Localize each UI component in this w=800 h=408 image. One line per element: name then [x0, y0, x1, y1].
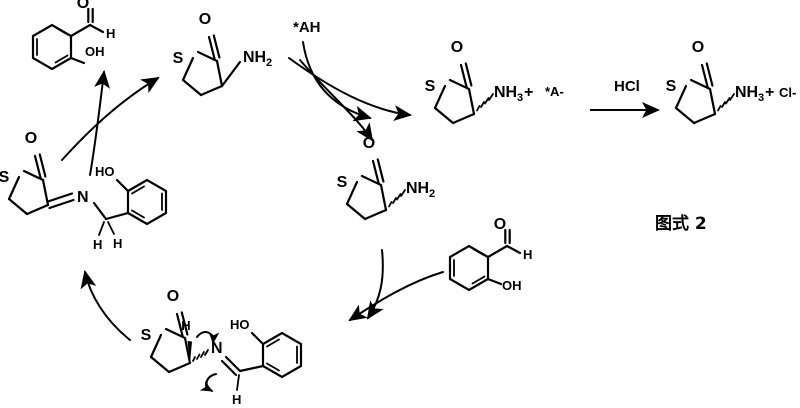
label-conjugate-base: *A- [545, 84, 564, 99]
atom-label-N: N [211, 340, 223, 357]
atom-label-NH: NH [406, 180, 429, 197]
atom-label-S: S [141, 327, 152, 344]
arrow-condensation [366, 249, 384, 320]
atom-label-O: O [451, 39, 463, 56]
hashed-wedge-bond [192, 349, 209, 362]
hashed-wedge-bond [476, 93, 494, 112]
atom-label-NH-sub: 3 [517, 92, 523, 104]
figure-caption: 图式 2 [655, 213, 707, 234]
arrow-hcl-reaction: HCl [590, 78, 660, 118]
reagent-label-hcl: HCl [614, 78, 640, 95]
structure-thiolactone-hydrochloride: O S NH 3 + Cl- [666, 39, 796, 125]
atom-label-NH: NH [243, 49, 266, 66]
arrow-tautomerize [80, 270, 131, 341]
arrow-aldehyde-in [348, 271, 444, 322]
atom-label-H: H [523, 247, 532, 262]
atom-label-S: S [0, 169, 10, 186]
atom-label-H: H [181, 318, 190, 333]
electron-arrow-lower [199, 373, 217, 392]
hashed-wedge-bond [717, 93, 735, 112]
atom-label-S: S [666, 78, 677, 95]
atom-label-plus: + [765, 84, 774, 101]
atom-label-NH: NH [494, 84, 517, 101]
atom-label-O: O [25, 130, 37, 147]
label-chloride: Cl- [779, 85, 796, 100]
structure-thiolactone-chiral-center: O S NH 2 [337, 135, 435, 221]
atom-label-H: H [113, 236, 122, 251]
atom-label-S: S [337, 174, 348, 191]
arrow-protonation [302, 41, 372, 122]
atom-label-NH-sub: 3 [758, 92, 764, 104]
atom-label-NH: NH [735, 84, 758, 101]
structure-salicylaldehyde-bottom-right: O H OH [448, 216, 532, 293]
hashed-wedge-bond [388, 189, 406, 208]
atom-label-OH: OH [85, 44, 105, 59]
atom-label-N: N [77, 189, 89, 206]
atom-label-H: H [232, 392, 241, 407]
atom-label-OH: OH [502, 278, 522, 293]
arrow-to-chiral [299, 59, 374, 142]
structure-aldimine-bottom: O S H N H HO [141, 288, 303, 407]
atom-label-S: S [173, 50, 184, 67]
structure-thiolactone-salt-ionpair: O S NH 3 + *A- [425, 39, 564, 125]
structure-imine-left: O S N H H HO [0, 130, 168, 252]
atom-label-O: O [167, 288, 179, 305]
atom-label-S: S [425, 78, 436, 95]
structure-thiolactone-racemic-top: O S NH 2 [173, 11, 272, 97]
atom-label-O: O [363, 135, 375, 152]
atom-label-H: H [106, 26, 115, 41]
bold-wedge-bond [187, 341, 192, 363]
atom-label-O: O [199, 11, 211, 28]
atom-label-HO: HO [95, 164, 115, 179]
arrow-to-salt [288, 57, 412, 121]
atom-label-HO: HO [230, 317, 250, 332]
atom-label-H: H [93, 237, 102, 252]
arrow-to-racemic-thiolactone [61, 76, 160, 161]
atom-label-plus: + [524, 84, 533, 101]
atom-label-O: O [77, 0, 89, 12]
atom-label-O: O [494, 216, 506, 233]
atom-label-NH-sub: 2 [429, 188, 435, 200]
structure-salicylaldehyde-top-left: O H OH [31, 0, 115, 71]
electron-arrow-upper [196, 331, 220, 344]
atom-label-NH-sub: 2 [266, 57, 272, 69]
atom-label-O: O [692, 39, 704, 56]
label-acid-catalyst: *AH [293, 19, 321, 36]
